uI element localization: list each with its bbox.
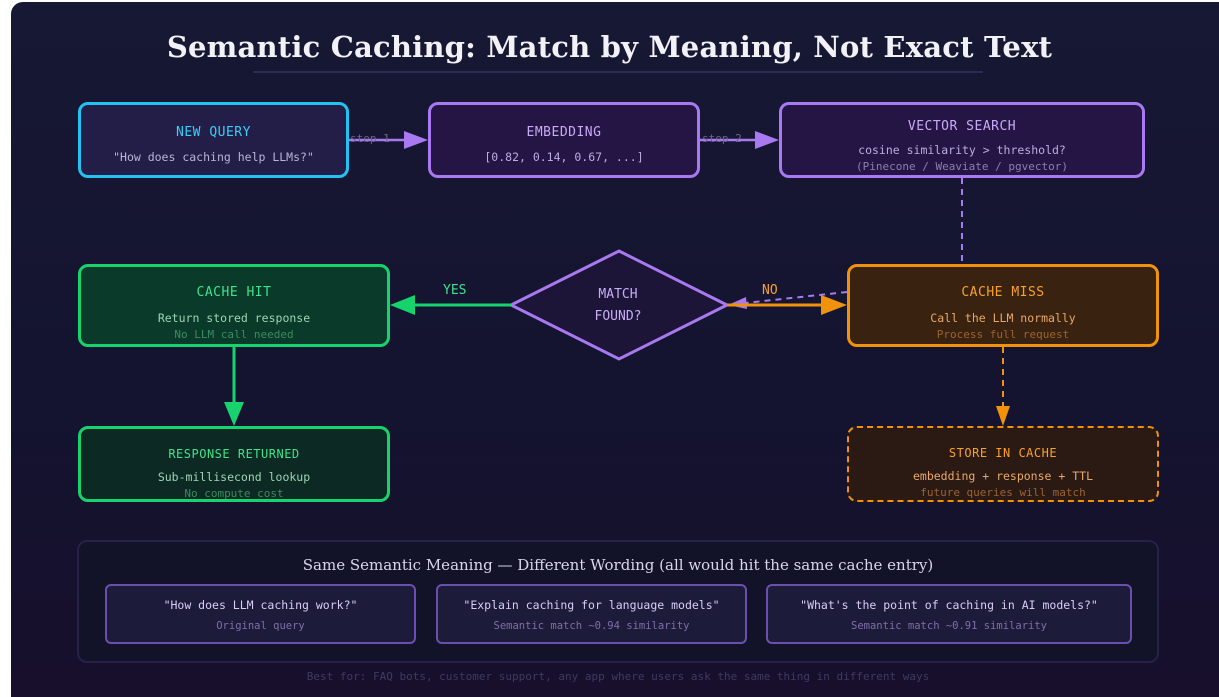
example-card: "How does LLM caching work?" Original qu… [105, 584, 416, 644]
title-divider [253, 71, 983, 73]
node-text: Sub-millisecond lookup [157, 470, 311, 484]
node-text: Call the LLM normally [930, 311, 1076, 325]
edge-label-no: NO [762, 283, 778, 298]
example-card: "What's the point of caching in AI model… [766, 584, 1132, 644]
node-heading: CACHE HIT [196, 285, 272, 300]
footer-note: Best for: FAQ bots, customer support, an… [306, 670, 930, 683]
arrow-query-to-embedding [349, 131, 428, 149]
example-meta: Semantic match ~0.94 similarity [493, 620, 690, 632]
example-query: "Explain caching for language models" [463, 598, 720, 612]
node-store-in-cache: STORE IN CACHE embedding + response + TT… [847, 426, 1159, 502]
arrow-decision-to-miss [727, 295, 847, 315]
node-response-returned: RESPONSE RETURNED Sub-millisecond lookup… [78, 426, 390, 502]
node-text: Return stored response [157, 311, 311, 325]
node-heading: RESPONSE RETURNED [168, 447, 300, 461]
node-subtext: Process full request [936, 328, 1070, 341]
example-meta: Semantic match ~0.91 similarity [851, 620, 1047, 632]
arrow-miss-to-store [996, 347, 1010, 426]
decision-label: MATCH FOUND? [568, 284, 668, 328]
node-heading: CACHE MISS [961, 285, 1045, 300]
diagram-title: Semantic Caching: Match by Meaning, Not … [166, 30, 1053, 64]
node-cache-hit: CACHE HIT Return stored response No LLM … [78, 264, 390, 347]
examples-title: Same Semantic Meaning — Different Wordin… [302, 556, 934, 574]
node-vector-search: VECTOR SEARCH cosine similarity > thresh… [779, 102, 1145, 178]
example-query: "How does LLM caching work?" [163, 598, 358, 612]
arrow-embedding-to-vector [700, 131, 779, 149]
node-subtext: (Pinecone / Weaviate / pgvector) [856, 160, 1068, 173]
decision-line2: FOUND? [594, 309, 642, 324]
node-subtext: No compute cost [184, 487, 284, 500]
node-cache-miss: CACHE MISS Call the LLM normally Process… [847, 264, 1159, 347]
example-card: "Explain caching for language models" Se… [436, 584, 747, 644]
node-heading: VECTOR SEARCH [907, 119, 1017, 134]
node-heading: STORE IN CACHE [948, 446, 1058, 460]
example-query: "What's the point of caching in AI model… [800, 598, 1098, 612]
decision-diamond [507, 249, 731, 361]
node-text: cosine similarity > threshold? [858, 143, 1066, 157]
decision-line1: MATCH [598, 287, 638, 302]
node-text: embedding + response + TTL [912, 469, 1093, 483]
example-meta: Original query [216, 620, 305, 632]
node-embedding: EMBEDDING [0.82, 0.14, 0.67, ...] [428, 102, 700, 178]
arrow-hit-to-response [224, 347, 244, 426]
node-text: "How does caching help LLMs?" [113, 150, 314, 164]
node-heading: EMBEDDING [526, 125, 602, 140]
node-new-query: NEW QUERY "How does caching help LLMs?" [78, 102, 349, 178]
arrow-decision-to-hit [390, 295, 511, 315]
edge-label-step1: step 1 [350, 132, 390, 145]
edge-label-yes: YES [443, 283, 467, 298]
node-heading: NEW QUERY [176, 125, 251, 140]
node-subtext: future queries will match [920, 486, 1086, 499]
node-subtext: No LLM call needed [174, 328, 294, 341]
edge-label-step2: step 2 [702, 132, 742, 145]
node-text: [0.82, 0.14, 0.67, ...] [484, 150, 644, 164]
